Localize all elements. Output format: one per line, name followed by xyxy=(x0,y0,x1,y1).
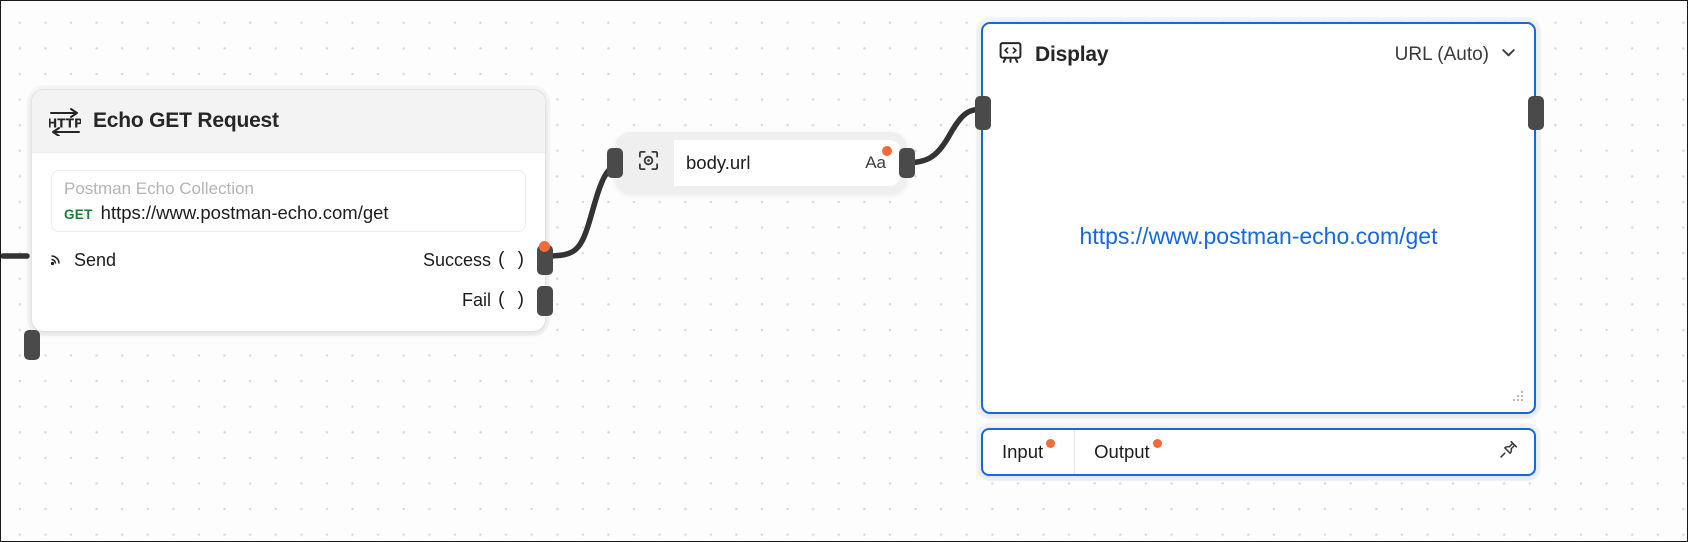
tab-input-dot xyxy=(1046,439,1056,448)
tab-output-dot xyxy=(1152,439,1162,448)
http-output-row-success[interactable]: Success ( ) xyxy=(32,245,545,275)
selector-input-port-nub[interactable] xyxy=(607,148,623,178)
http-success-label: Success xyxy=(423,249,492,270)
selector-field[interactable]: body.url Aa xyxy=(674,139,900,186)
http-send-label: Send xyxy=(74,249,117,270)
http-url-placeholder: Postman Echo Collection xyxy=(64,179,254,198)
node-display[interactable]: Display URL (Auto) https://www.postman-e… xyxy=(975,22,1544,414)
display-node-title: Display xyxy=(1035,43,1109,66)
http-send-row: Send xyxy=(32,243,545,277)
svg-text:HTTP: HTTP xyxy=(49,117,81,131)
selector-output-port-nub[interactable] xyxy=(899,148,915,178)
selector-icon-cell[interactable] xyxy=(622,139,674,186)
tab-output[interactable]: Output xyxy=(1074,430,1181,474)
tab-input[interactable]: Input xyxy=(983,430,1074,474)
http-url-value: https://www.postman-echo.com/get xyxy=(100,202,389,223)
http-fail-label: Fail xyxy=(462,289,492,310)
display-mode-dropdown[interactable]: URL (Auto) xyxy=(1395,43,1518,68)
http-node-title: Echo GET Request xyxy=(93,109,279,132)
io-tabbar-spacer xyxy=(1181,430,1498,474)
resize-grip-icon[interactable] xyxy=(1511,389,1525,403)
selector-type-label: Aa xyxy=(865,152,886,172)
display-input-port-nub[interactable] xyxy=(975,96,991,130)
http-success-paren: ( ) xyxy=(498,249,528,270)
display-content-area[interactable]: https://www.postman-echo.com/get xyxy=(983,86,1534,386)
http-icon: HTTP xyxy=(47,106,83,137)
node-selector[interactable]: body.url Aa xyxy=(607,132,915,193)
http-method-badge: GET xyxy=(64,207,93,222)
display-node-header: Display URL (Auto) xyxy=(983,24,1534,86)
selector-value: body.url xyxy=(686,151,751,173)
broadcast-icon xyxy=(48,252,65,269)
http-send-port[interactable]: Send xyxy=(48,250,116,271)
http-output-row-fail[interactable]: Fail ( ) xyxy=(32,285,545,315)
selector-inner: body.url Aa xyxy=(622,139,900,186)
display-io-tabbar[interactable]: Input Output xyxy=(981,428,1536,476)
http-url-line: GET https://www.postman-echo.com/get xyxy=(64,200,513,228)
display-output-port-nub[interactable] xyxy=(1528,96,1544,130)
pin-icon xyxy=(1498,439,1519,465)
pin-button[interactable] xyxy=(1498,430,1534,474)
node-http-request[interactable]: HTTP Echo GET Request Postman Echo Colle… xyxy=(24,89,553,360)
display-mode-label: URL (Auto) xyxy=(1394,44,1489,65)
http-success-port-dot xyxy=(539,241,550,252)
chevron-down-icon xyxy=(1499,43,1518,68)
http-input-port-nub[interactable] xyxy=(24,330,40,360)
http-success-port-nub[interactable] xyxy=(537,245,553,275)
http-node-header: HTTP Echo GET Request xyxy=(32,90,545,153)
selector-type-badge[interactable]: Aa xyxy=(865,145,892,173)
display-title-wrap: Display xyxy=(998,40,1109,70)
http-url-field[interactable]: Postman Echo Collection GET https://www.… xyxy=(51,170,526,232)
tab-input-label: Input xyxy=(1002,441,1044,462)
selector-output-dot xyxy=(882,145,892,156)
display-board-icon xyxy=(998,40,1023,70)
display-content-link[interactable]: https://www.postman-echo.com/get xyxy=(1079,222,1438,249)
http-fail-paren: ( ) xyxy=(498,289,528,310)
target-focus-icon xyxy=(637,149,660,177)
http-fail-port-nub[interactable] xyxy=(537,286,553,316)
tab-output-label: Output xyxy=(1094,441,1150,462)
